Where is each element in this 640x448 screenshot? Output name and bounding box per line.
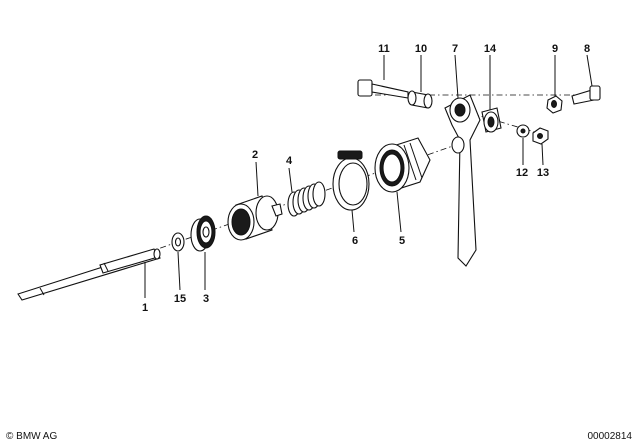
part-7-lever[interactable] xyxy=(444,94,481,267)
callout-10: 10 xyxy=(415,43,427,55)
part-10-sleeve[interactable] xyxy=(407,90,433,109)
callout-11: 11 xyxy=(378,43,390,55)
part-11-bolt[interactable] xyxy=(357,79,409,99)
part-2-hub[interactable] xyxy=(227,195,283,241)
callout-7: 7 xyxy=(452,43,458,55)
part-6-clamp[interactable] xyxy=(332,150,370,211)
callout-14: 14 xyxy=(484,43,497,55)
callout-13: 13 xyxy=(537,167,549,179)
callout-3: 3 xyxy=(203,293,209,305)
callout-4: 4 xyxy=(286,155,293,167)
callout-12: 12 xyxy=(516,167,528,179)
callout-1: 1 xyxy=(142,302,148,314)
document-number: 00002814 xyxy=(587,431,633,442)
part-4-spring[interactable] xyxy=(287,181,326,217)
callout-9: 9 xyxy=(552,43,558,55)
callout-6: 6 xyxy=(352,235,358,247)
part-12-washer[interactable] xyxy=(516,124,530,138)
part-1-shaft[interactable] xyxy=(17,248,161,301)
part-9-nut[interactable] xyxy=(546,95,563,114)
copyright-text: © BMW AG xyxy=(6,431,58,442)
part-8-screw[interactable] xyxy=(571,85,601,105)
leader-lines xyxy=(144,54,593,298)
callout-5: 5 xyxy=(399,235,405,247)
part-15-washer[interactable] xyxy=(171,232,185,252)
part-5-boot[interactable] xyxy=(374,137,431,193)
callout-15: 15 xyxy=(174,293,186,305)
part-14-bushing[interactable] xyxy=(481,107,502,133)
callout-2: 2 xyxy=(252,149,258,161)
part-13-nut[interactable] xyxy=(532,127,549,145)
callout-8: 8 xyxy=(584,43,590,55)
part-3-bearing[interactable] xyxy=(190,215,216,252)
